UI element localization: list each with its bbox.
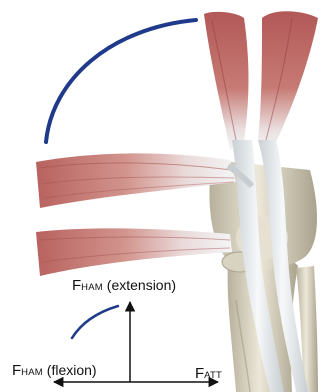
hamstring-muscle-upper [36, 153, 236, 208]
vertical-muscle-right [258, 11, 318, 150]
vertical-muscle-left [204, 12, 249, 150]
label-fham-flexion: FHAM (flexion) [12, 362, 97, 381]
extension-rotation-arc [46, 20, 196, 142]
label-fatt: FATT [195, 365, 222, 384]
hamstring-muscle-lower [36, 228, 232, 276]
flexion-rotation-arc [72, 306, 118, 338]
label-fham-extension: FHAM (extension) [72, 277, 176, 296]
